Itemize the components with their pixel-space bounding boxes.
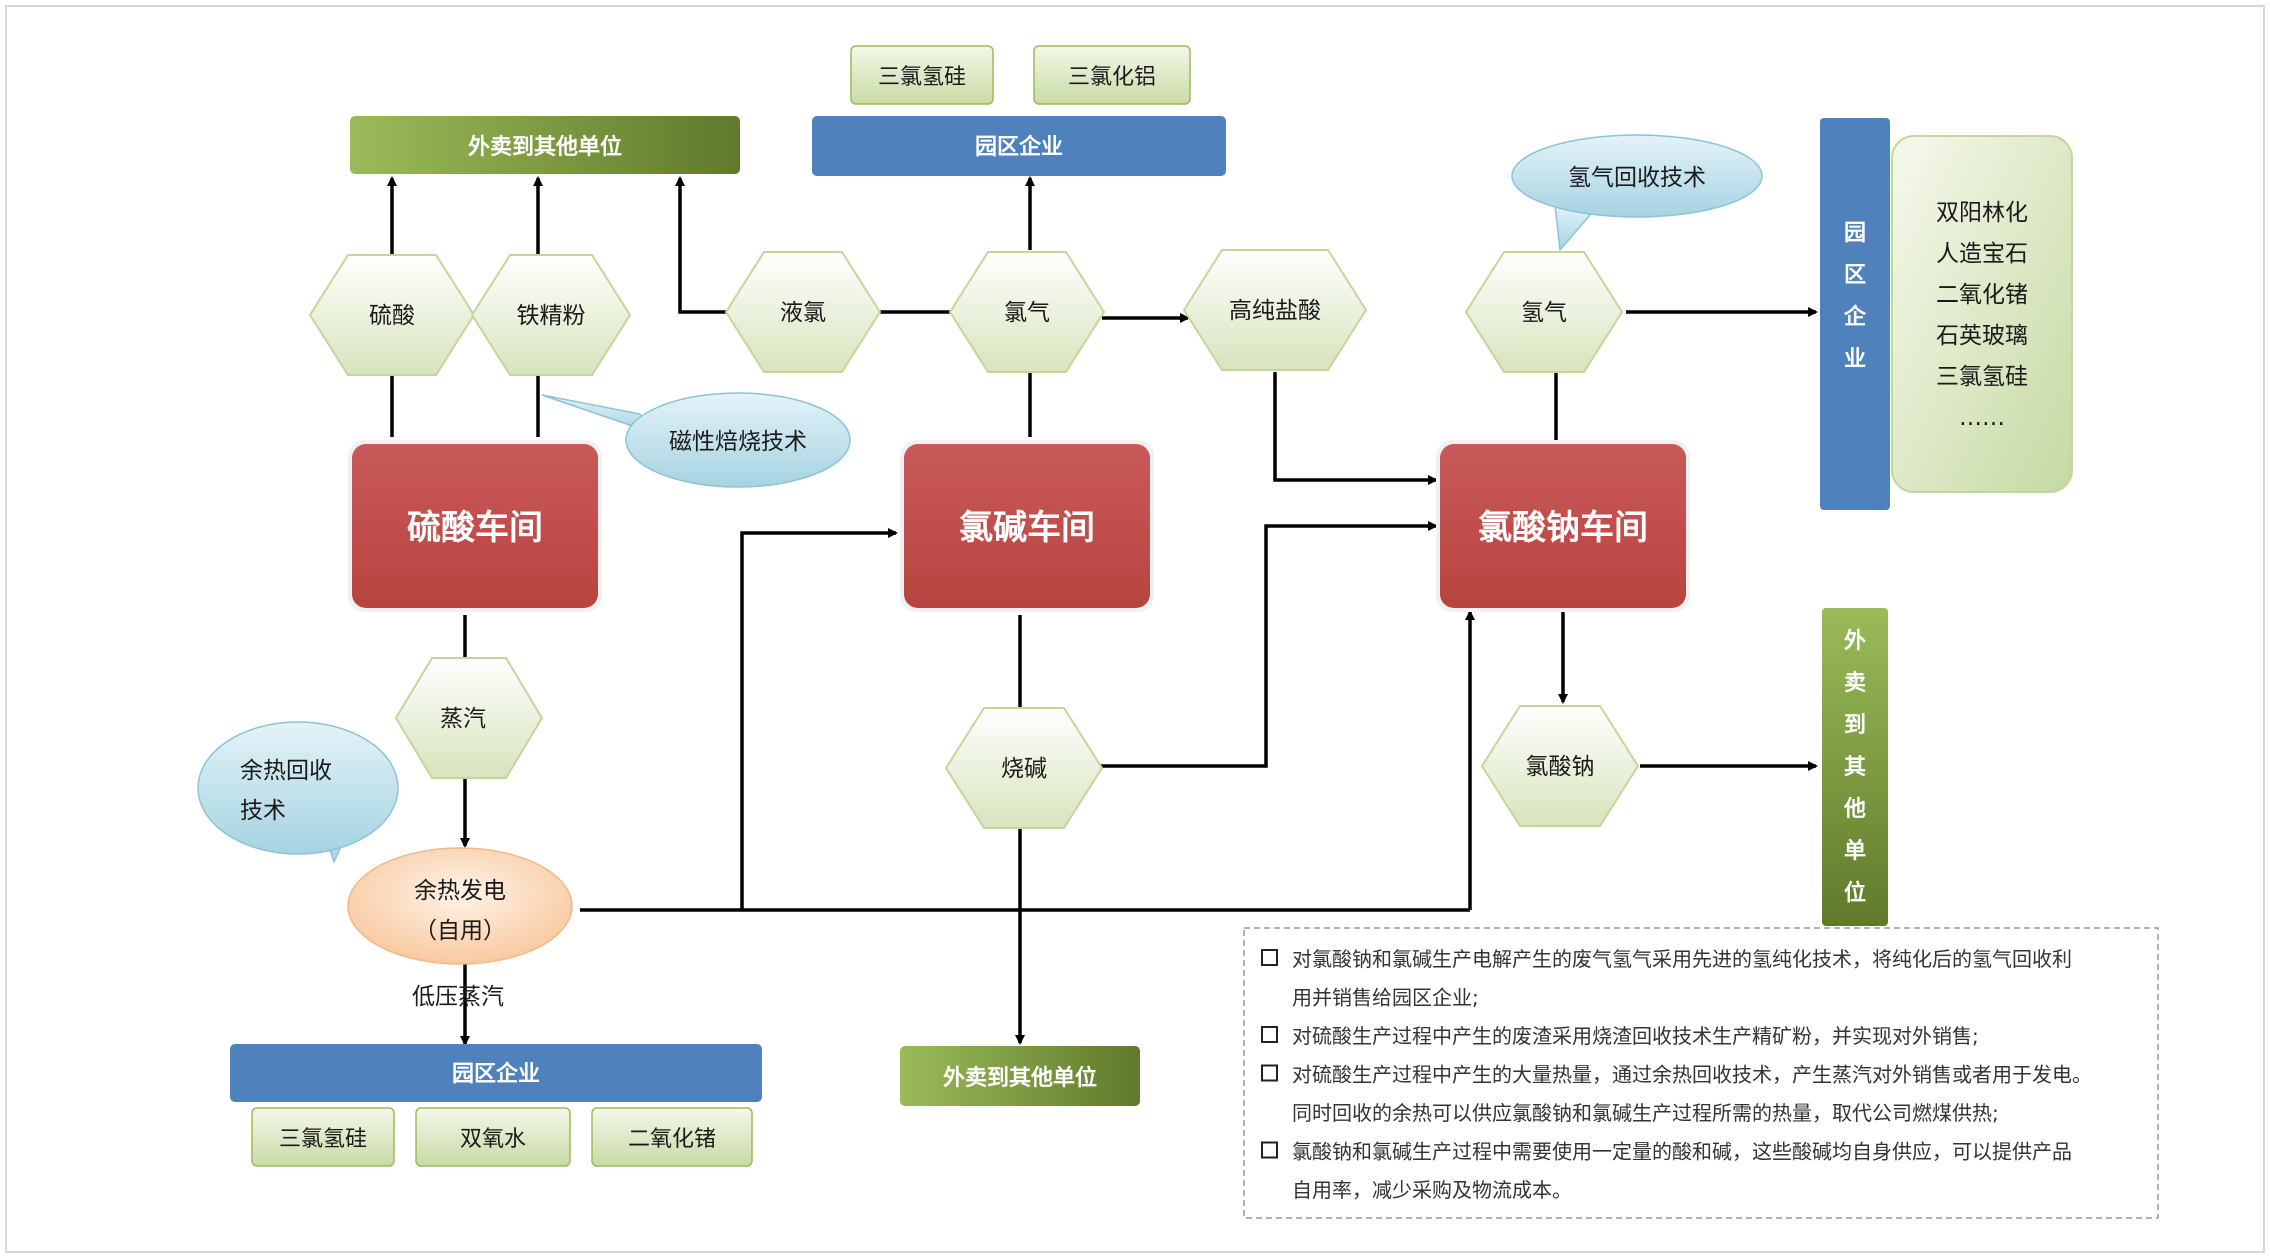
svg-text:氯碱车间: 氯碱车间: [959, 508, 1095, 548]
node-iron-concentrate: 铁精粉: [470, 254, 632, 376]
svg-text:烧碱: 烧碱: [1001, 756, 1047, 782]
sell-vertical-char: 到: [1844, 713, 1866, 738]
svg-text:氯气: 氯气: [1004, 300, 1050, 326]
note-line: 自用率，减少采购及物流成本。: [1292, 1178, 1572, 1202]
note-line: 同时回收的余热可以供应氯酸钠和氯碱生产过程所需的热量，取代公司燃煤供热;: [1292, 1101, 1999, 1125]
park-company-item: 二氧化锗: [1936, 282, 2028, 308]
svg-text:高纯盐酸: 高纯盐酸: [1229, 298, 1321, 324]
svg-text:氯酸钠车间: 氯酸钠车间: [1478, 508, 1648, 548]
svg-text:双氧水: 双氧水: [460, 1127, 526, 1152]
arrow-power-to-chloralkali: [740, 528, 898, 910]
callout-magnetic-roasting: 磁性焙烧技术: [541, 392, 851, 488]
workshop-sulfuric: 硫酸车间: [348, 440, 602, 612]
workshop-chloralkali: 氯碱车间: [900, 440, 1154, 612]
workshop-chlorate: 氯酸钠车间: [1436, 440, 1690, 612]
park-vertical-char: 园: [1844, 221, 1866, 246]
svg-text:园区企业: 园区企业: [975, 134, 1063, 160]
park-bottom-header: 园区企业: [230, 1044, 762, 1102]
arrow-hcl-to-chlorate: [1273, 372, 1438, 485]
svg-text:余热发电: 余热发电: [414, 878, 506, 904]
product-bottom-3: 二氧化锗: [591, 1107, 753, 1167]
note-bullet: [1261, 1026, 1278, 1043]
sell-right-vertical-text: 外卖到其他单位: [1843, 628, 1866, 906]
svg-text:（自用）: （自用）: [414, 918, 506, 944]
callout-hydrogen-recovery: 氢气回收技术: [1511, 134, 1763, 252]
park-vertical-char: 企: [1843, 304, 1867, 330]
svg-text:磁性焙烧技术: 磁性焙烧技术: [669, 429, 807, 455]
park-vertical-char: 区: [1844, 263, 1866, 288]
node-caustic-soda: 烧碱: [944, 707, 1104, 829]
sell-bottom-header: 外卖到其他单位: [900, 1046, 1140, 1106]
svg-text:三氯化铝: 三氯化铝: [1068, 65, 1156, 90]
svg-text:氢气回收技术: 氢气回收技术: [1568, 165, 1706, 191]
sell-right-vertical-header: 外卖到其他单位: [1822, 608, 1888, 926]
sell-vertical-char: 其: [1844, 755, 1866, 780]
svg-text:硫酸车间: 硫酸车间: [407, 508, 543, 548]
note-line: 对氯酸钠和氯碱生产电解产生的废气氢气采用先进的氢纯化技术，将纯化后的氢气回收利: [1292, 947, 2072, 971]
connectors: [387, 176, 1818, 1046]
node-steam: 蒸汽: [394, 657, 544, 779]
park-company-item: 人造宝石: [1936, 241, 2028, 267]
park-company-item: 双阳林化: [1936, 200, 2028, 226]
park-company-item: 石英玻璃: [1936, 323, 2028, 349]
svg-text:三氯氢硅: 三氯氢硅: [279, 1127, 367, 1152]
node-waste-heat-power: 余热发电 （自用）: [347, 847, 573, 965]
node-high-purity-hcl: 高纯盐酸: [1182, 249, 1368, 371]
svg-text:余热回收: 余热回收: [240, 758, 332, 784]
note-line: 用并销售给园区企业;: [1292, 986, 1479, 1010]
svg-text:二氧化锗: 二氧化锗: [628, 1127, 716, 1152]
sell-vertical-char: 卖: [1844, 670, 1866, 696]
park-company-item: 三氯氢硅: [1936, 364, 2028, 390]
park-top-header: 园区企业: [812, 116, 1226, 176]
product-bottom-2: 双氧水: [415, 1107, 571, 1167]
notes-list: 对氯酸钠和氯碱生产电解产生的废气氢气采用先进的氢纯化技术，将纯化后的氢气回收利用…: [1261, 947, 2092, 1202]
note-bullet: [1261, 1064, 1278, 1082]
note-line: 对硫酸生产过程中产生的废渣采用烧渣回收技术生产精矿粉，并实现对外销售;: [1292, 1024, 1979, 1048]
svg-text:外卖到其他单位: 外卖到其他单位: [943, 1065, 1097, 1091]
sell-vertical-char: 位: [1844, 880, 1866, 906]
sell-vertical-char: 单: [1844, 839, 1866, 864]
node-liquid-chlorine: 液氯: [724, 251, 882, 373]
arrow-caustic-to-chlorate: [1090, 521, 1438, 768]
park-vertical-char: 业: [1844, 347, 1866, 372]
callout-waste-heat-recovery: 余热回收 技术: [197, 721, 399, 865]
note-bullet: [1261, 949, 1278, 966]
svg-text:园区企业: 园区企业: [452, 1061, 540, 1087]
node-sulfuric-acid: 硫酸: [308, 254, 476, 376]
low-pressure-steam-label: 低压蒸汽: [412, 984, 504, 1010]
svg-text:技术: 技术: [240, 798, 286, 824]
svg-text:液氯: 液氯: [780, 300, 826, 326]
note-bullet: [1261, 1141, 1278, 1159]
product-bottom-1: 三氯氢硅: [251, 1107, 395, 1167]
product-top-2: 三氯化铝: [1033, 45, 1191, 105]
sell-top-label: 外卖到其他单位: [468, 134, 622, 160]
sell-top-header: 外卖到其他单位: [350, 116, 740, 174]
arrow-liquid-chlorine-to-sell: [675, 176, 728, 314]
svg-text:铁精粉: 铁精粉: [517, 303, 586, 329]
svg-text:蒸汽: 蒸汽: [440, 706, 486, 732]
notes-box: 对氯酸钠和氯碱生产电解产生的废气氢气采用先进的氢纯化技术，将纯化后的氢气回收利用…: [1243, 927, 2159, 1219]
sell-vertical-char: 他: [1843, 797, 1866, 822]
park-right-vertical-text: 园区企业: [1843, 221, 1867, 372]
park-right-vertical-header: 园区企业: [1820, 118, 1890, 510]
svg-text:三氯氢硅: 三氯氢硅: [878, 65, 966, 90]
node-hydrogen: 氢气: [1464, 251, 1624, 373]
svg-text:氢气: 氢气: [1521, 300, 1567, 326]
svg-text:硫酸: 硫酸: [369, 303, 415, 329]
park-company-item: ……: [1959, 405, 2005, 431]
product-top-1: 三氯氢硅: [850, 45, 994, 105]
svg-text:氯酸钠: 氯酸钠: [1526, 754, 1595, 780]
note-line: 对硫酸生产过程中产生的大量热量，通过余热回收技术，产生蒸汽对外销售或者用于发电。: [1292, 1063, 2092, 1087]
sell-vertical-char: 外: [1844, 628, 1866, 654]
node-sodium-chlorate: 氯酸钠: [1480, 705, 1640, 827]
note-line: 氯酸钠和氯碱生产过程中需要使用一定量的酸和碱，这些酸碱均自身供应，可以提供产品: [1292, 1140, 2072, 1164]
node-chlorine: 氯气: [948, 251, 1106, 373]
